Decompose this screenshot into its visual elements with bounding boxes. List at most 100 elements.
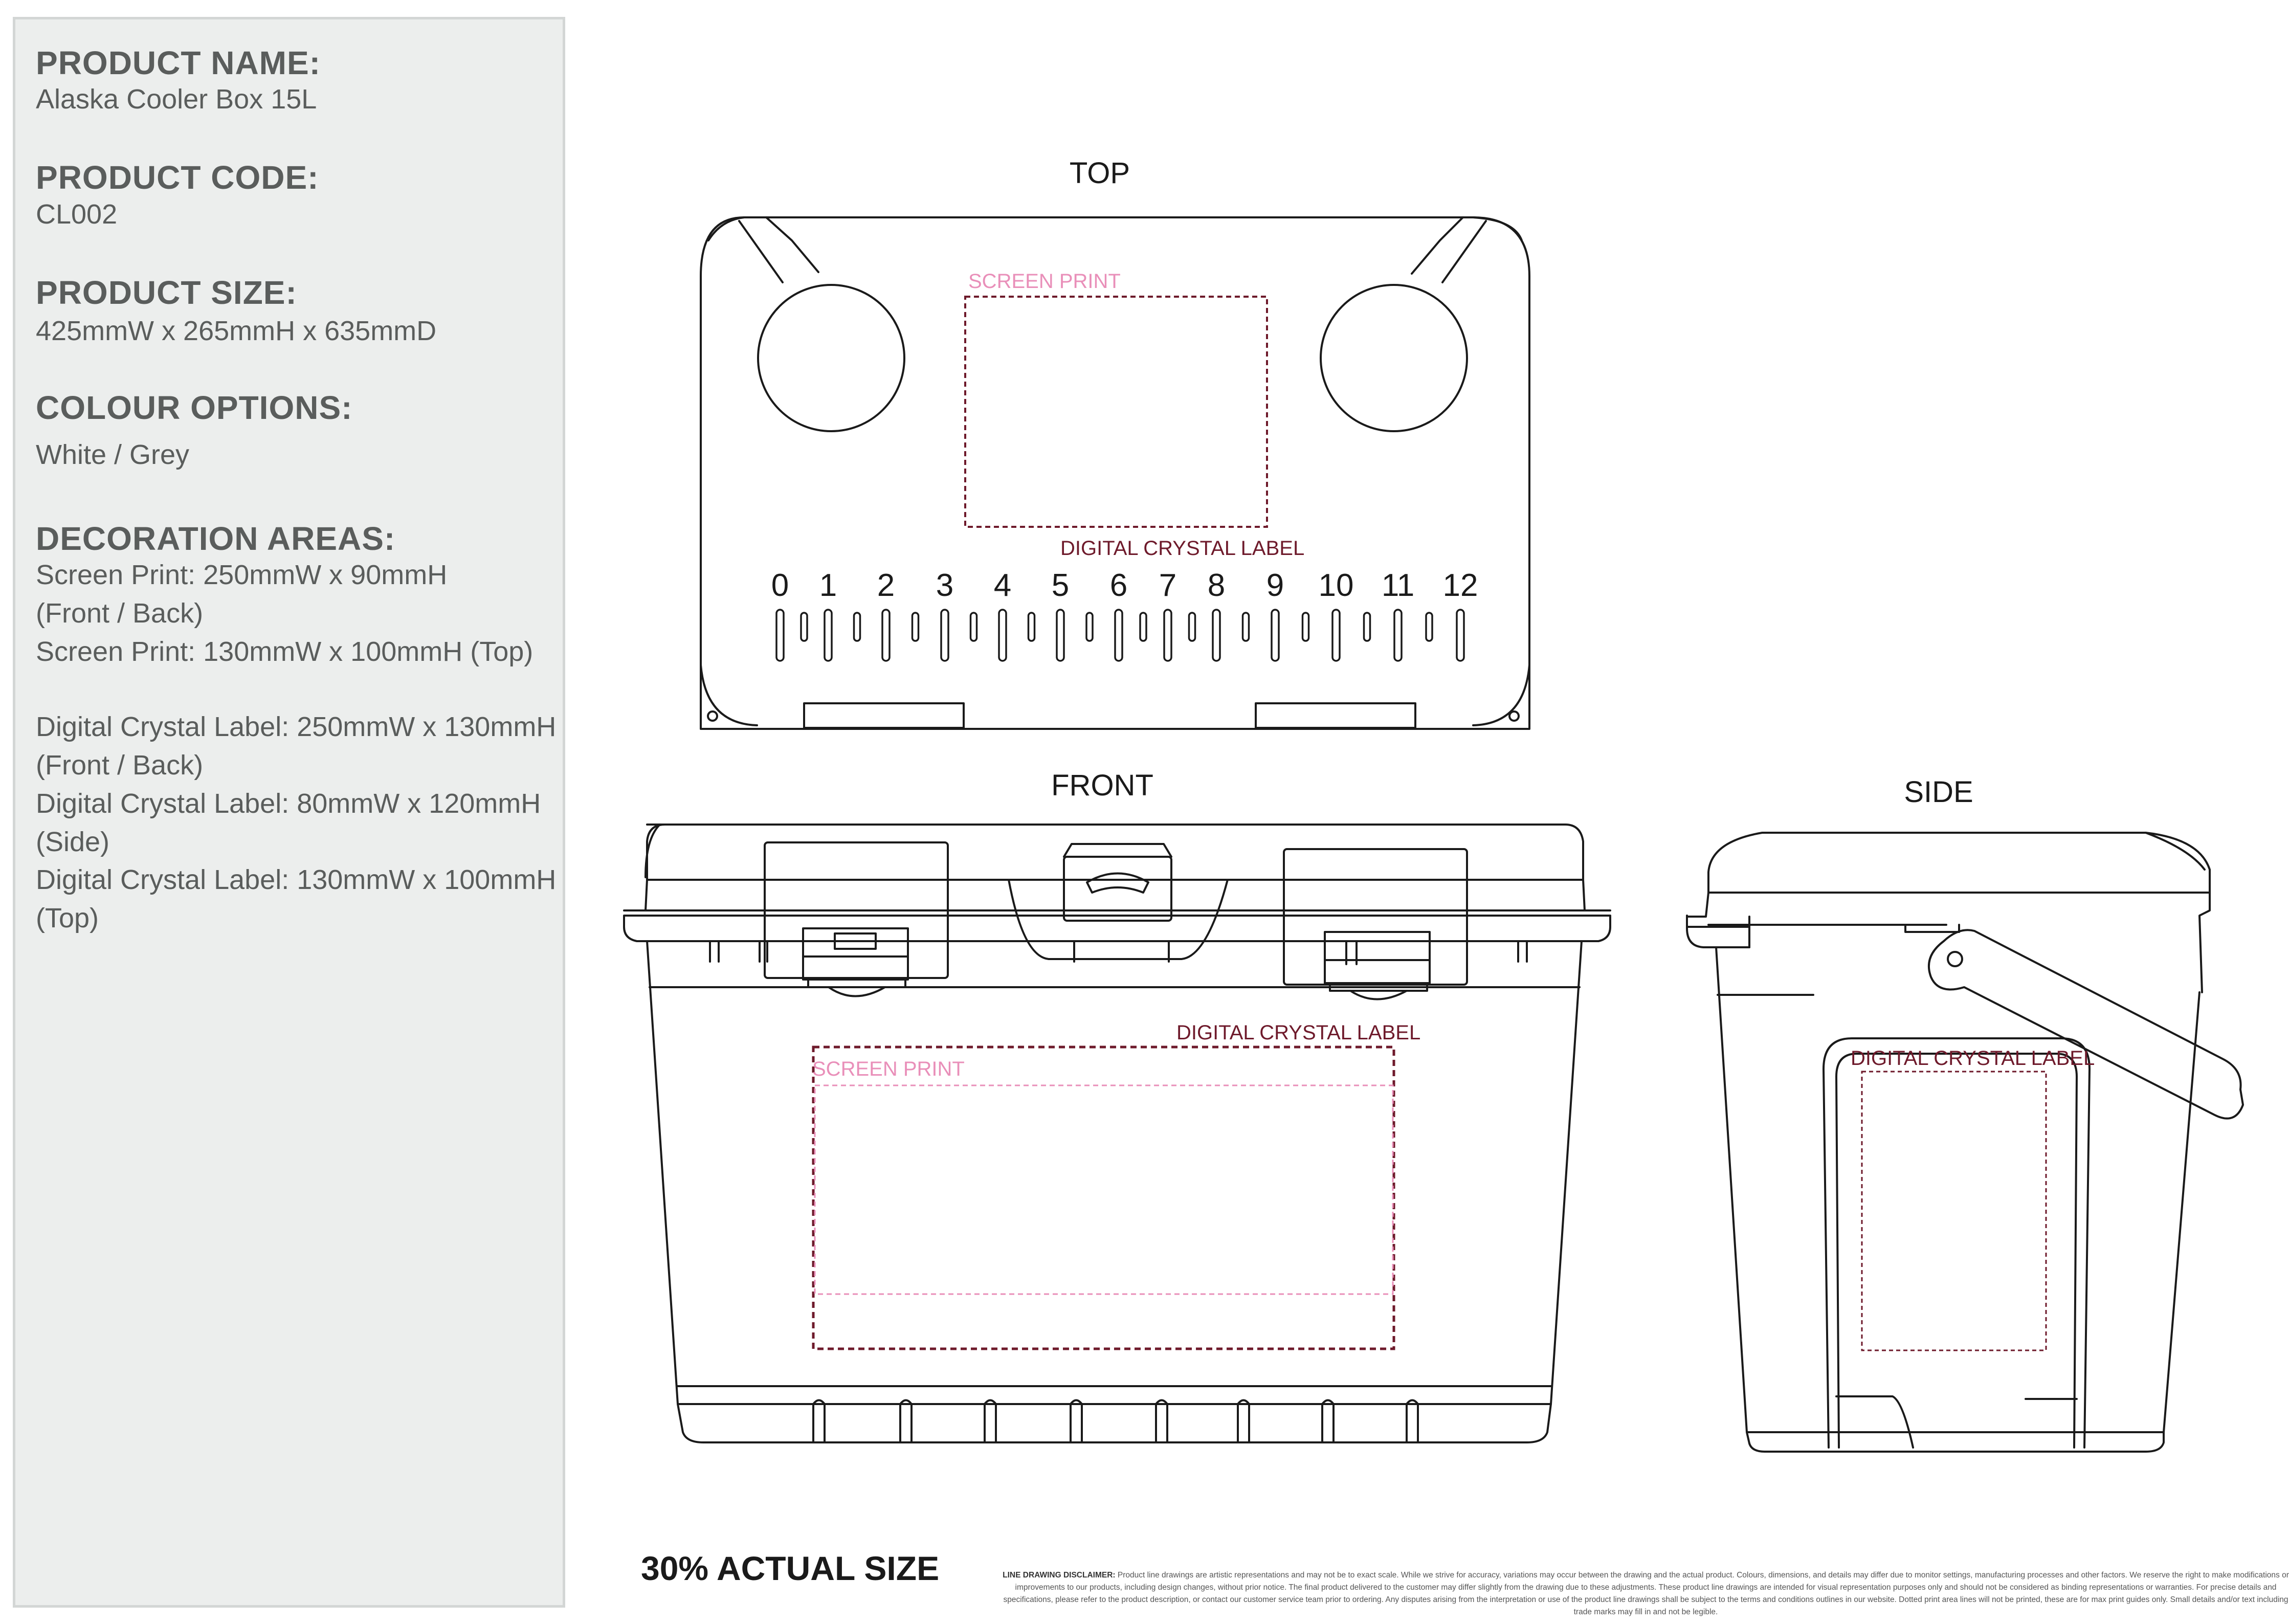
ruler-slot <box>1456 609 1465 662</box>
side-body <box>1715 946 2201 1433</box>
ruler-slot <box>1163 609 1172 662</box>
decoration-line: (Top) <box>36 903 99 933</box>
side-rim <box>1686 915 1750 948</box>
decoration-line: (Front / Back) <box>36 750 204 781</box>
decoration-line: Screen Print: 130mmW x 100mmH (Top) <box>36 636 534 667</box>
front-left-latch <box>764 841 949 979</box>
ruler-slot <box>940 609 949 662</box>
ruler-tick-label: 10 <box>1319 568 1354 603</box>
side-handle <box>1927 929 2244 1120</box>
product-code-heading: PRODUCT CODE: <box>36 159 319 196</box>
decoration-line: Digital Crystal Label: 130mmW x 100mmH <box>36 864 557 895</box>
decoration-areas-heading: DECORATION AREAS: <box>36 520 396 557</box>
disclaimer-text: Product line drawings are artistic repre… <box>1003 1571 2289 1616</box>
front-view-title: FRONT <box>1051 769 1153 802</box>
decoration-line: (Front / Back) <box>36 598 204 629</box>
top-ruler: 0 1 2 3 4 5 6 7 8 9 10 11 12 <box>771 568 1478 603</box>
side-label-recess <box>1823 1037 2091 1449</box>
ruler-tick-label: 7 <box>1159 568 1176 603</box>
ruler-tick-label: 4 <box>994 568 1011 603</box>
product-info-panel: PRODUCT NAME: Alaska Cooler Box 15L PROD… <box>13 17 565 1608</box>
front-screen-print-label: SCREEN PRINT <box>812 1058 965 1080</box>
front-lid <box>646 824 1584 881</box>
ruler-tick-label: 12 <box>1443 568 1478 603</box>
side-view-title: SIDE <box>1904 775 1973 809</box>
top-left-handle-arm <box>738 216 819 283</box>
actual-size-note: 30% ACTUAL SIZE <box>641 1549 940 1587</box>
top-view: TOP <box>700 157 1530 730</box>
ruler-tick-label: 0 <box>771 568 789 603</box>
decoration-line: (Side) <box>36 827 110 857</box>
top-digital-crystal-label: DIGITAL CRYSTAL LABEL <box>1060 537 1304 560</box>
side-digital-crystal-label: DIGITAL CRYSTAL LABEL <box>1851 1047 2095 1070</box>
top-lid-rim <box>707 216 745 241</box>
ruler-slot <box>1271 609 1280 662</box>
top-right-knob <box>1320 284 1468 432</box>
ruler-tick-label: 6 <box>1110 568 1127 603</box>
ruler-tick-label: 9 <box>1266 568 1284 603</box>
ruler-slot <box>969 612 978 642</box>
front-right-latch <box>1283 848 1468 986</box>
ruler-slot <box>911 612 920 642</box>
front-digital-crystal-area <box>812 1045 1395 1350</box>
product-name: Alaska Cooler Box 15L <box>36 84 317 115</box>
ruler-slot <box>1114 609 1123 662</box>
ruler-slot <box>1139 612 1147 642</box>
ruler-slot <box>1241 612 1250 642</box>
top-right-latch-plate <box>1255 702 1416 729</box>
product-size: 425mmW x 265mmH x 635mmD <box>36 316 437 346</box>
colour-options: White / Grey <box>36 439 190 470</box>
side-lid <box>1707 832 2211 894</box>
top-right-handle-arm <box>1411 216 1487 283</box>
ruler-slot <box>1363 612 1371 642</box>
ruler-slot <box>824 609 833 662</box>
product-name-heading: PRODUCT NAME: <box>36 45 321 81</box>
side-base <box>1746 1431 2165 1453</box>
ruler-slot <box>775 609 785 662</box>
ruler-tick-label: 8 <box>1208 568 1225 603</box>
line-drawing-disclaimer: LINE DRAWING DISCLAIMER: Product line dr… <box>1003 1569 2289 1618</box>
ruler-tick-label: 1 <box>819 568 837 603</box>
ruler-tick-label: 3 <box>936 568 953 603</box>
front-digital-crystal-label: DIGITAL CRYSTAL LABEL <box>1176 1021 1420 1044</box>
decoration-line: Screen Print: 250mmW x 90mmH <box>36 560 448 590</box>
ruler-tick-label: 2 <box>877 568 895 603</box>
ruler-slot <box>800 612 808 642</box>
top-ruler-slots <box>775 609 1465 662</box>
top-screen-print-label: SCREEN PRINT <box>968 270 1121 293</box>
ruler-slot <box>998 609 1007 662</box>
product-code: CL002 <box>36 199 118 230</box>
front-rim <box>623 915 1611 942</box>
top-screen-print-area <box>964 296 1268 528</box>
front-feet <box>812 1399 1419 1442</box>
ruler-tick-label: 5 <box>1052 568 1069 603</box>
colour-options-heading: COLOUR OPTIONS: <box>36 389 353 426</box>
disclaimer-title: LINE DRAWING DISCLAIMER: <box>1003 1571 1116 1579</box>
side-view: SIDE <box>1686 775 2244 1453</box>
top-left-knob <box>757 284 905 432</box>
ruler-slot <box>1301 612 1310 642</box>
ruler-tick-label: 11 <box>1382 568 1414 603</box>
ruler-slot <box>1027 612 1036 642</box>
ruler-slot <box>1085 612 1094 642</box>
ruler-slot <box>1056 609 1065 662</box>
ruler-slot <box>1331 609 1341 662</box>
front-screen-print-area <box>814 1084 1394 1295</box>
decoration-line: Digital Crystal Label: 80mmW x 120mmH <box>36 788 541 819</box>
ruler-slot <box>1188 612 1196 642</box>
top-left-latch-plate <box>803 702 965 729</box>
front-base <box>677 1403 1552 1443</box>
decoration-line: Digital Crystal Label: 250mmW x 130mmH <box>36 711 557 742</box>
ruler-slot <box>1393 609 1403 662</box>
ruler-slot <box>881 609 891 662</box>
side-digital-crystal-area <box>1861 1071 2047 1351</box>
ruler-slot <box>1425 612 1433 642</box>
ruler-slot <box>1212 609 1221 662</box>
top-view-title: TOP <box>1070 157 1130 190</box>
product-size-heading: PRODUCT SIZE: <box>36 274 297 311</box>
front-body <box>646 940 1583 1405</box>
front-lock <box>1063 856 1172 922</box>
ruler-slot <box>853 612 861 642</box>
front-view: FRONT <box>623 769 1611 1443</box>
